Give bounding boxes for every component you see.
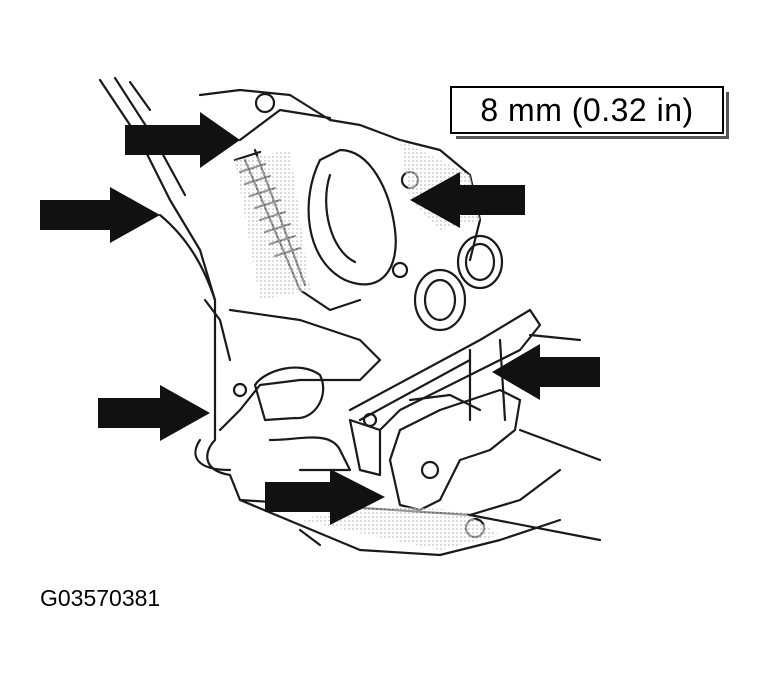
arrow-bottom-bolt — [265, 469, 385, 525]
arrow-upper-left-bolt — [125, 112, 240, 168]
arrow-right-upper-bolt — [410, 172, 525, 228]
engine-cover-outline — [98, 76, 602, 557]
arrow-right-lower-bolt — [492, 344, 600, 400]
arrow-left-bolt — [40, 187, 160, 243]
figure-id: G03570381 — [40, 585, 161, 611]
bolt-length-callout: 8 mm (0.32 in) — [450, 86, 729, 139]
arrow-lower-left-bolt — [98, 385, 210, 441]
bolt-length-label: 8 mm (0.32 in) — [480, 91, 694, 128]
